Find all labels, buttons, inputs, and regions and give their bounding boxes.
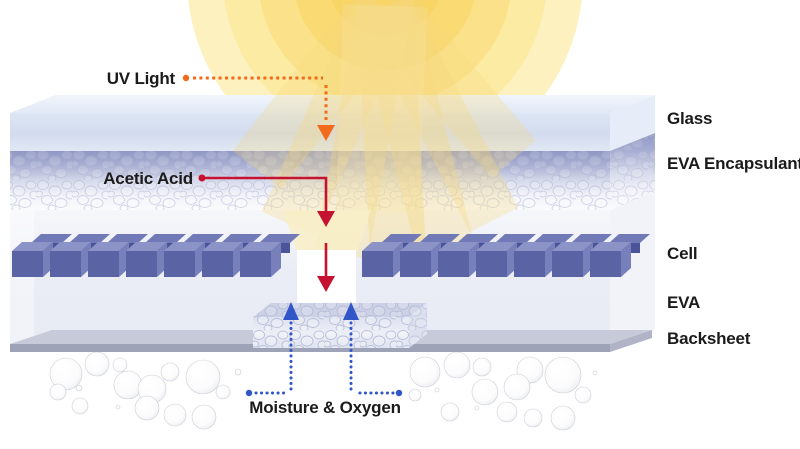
eva-label: EVA bbox=[667, 293, 701, 312]
eva-encapsulant-label: EVA Encapsulant bbox=[667, 154, 800, 173]
eva-center-block bbox=[253, 303, 427, 348]
glass-layer bbox=[10, 95, 655, 151]
uv-light-label: UV Light bbox=[106, 69, 175, 88]
glass-front-face bbox=[10, 113, 610, 151]
cell-array bbox=[12, 234, 650, 277]
acid-arrowhead-icon bbox=[317, 211, 335, 227]
moisture-oxygen-arrows bbox=[245, 302, 403, 397]
moisture-right-arrowhead-icon bbox=[343, 302, 359, 320]
bubbles bbox=[49, 351, 598, 431]
uv-arrowhead-icon bbox=[317, 125, 335, 141]
acetic-acid-label: Acetic Acid bbox=[103, 169, 193, 188]
backsheet-side-face bbox=[610, 330, 652, 352]
acid-arrowhead2-icon bbox=[317, 276, 335, 292]
eva-encapsulant-layer bbox=[10, 133, 655, 210]
moisture-left-dot bbox=[245, 389, 253, 397]
moisture-left-arrowhead-icon bbox=[283, 302, 299, 320]
uv-light-arrow bbox=[182, 74, 335, 141]
cell-label: Cell bbox=[667, 244, 698, 263]
uv-arrow-origin-dot bbox=[182, 74, 190, 82]
acetic-acid-arrow bbox=[198, 174, 335, 292]
moisture-right-dot bbox=[395, 389, 403, 397]
moisture-oxygen-label: Moisture & Oxygen bbox=[249, 398, 401, 417]
sun-rays bbox=[232, 0, 536, 268]
glass-label: Glass bbox=[667, 109, 713, 128]
glass-side-face bbox=[610, 95, 655, 151]
backsheet-label: Backsheet bbox=[667, 329, 751, 348]
glass-top-face bbox=[10, 95, 655, 113]
